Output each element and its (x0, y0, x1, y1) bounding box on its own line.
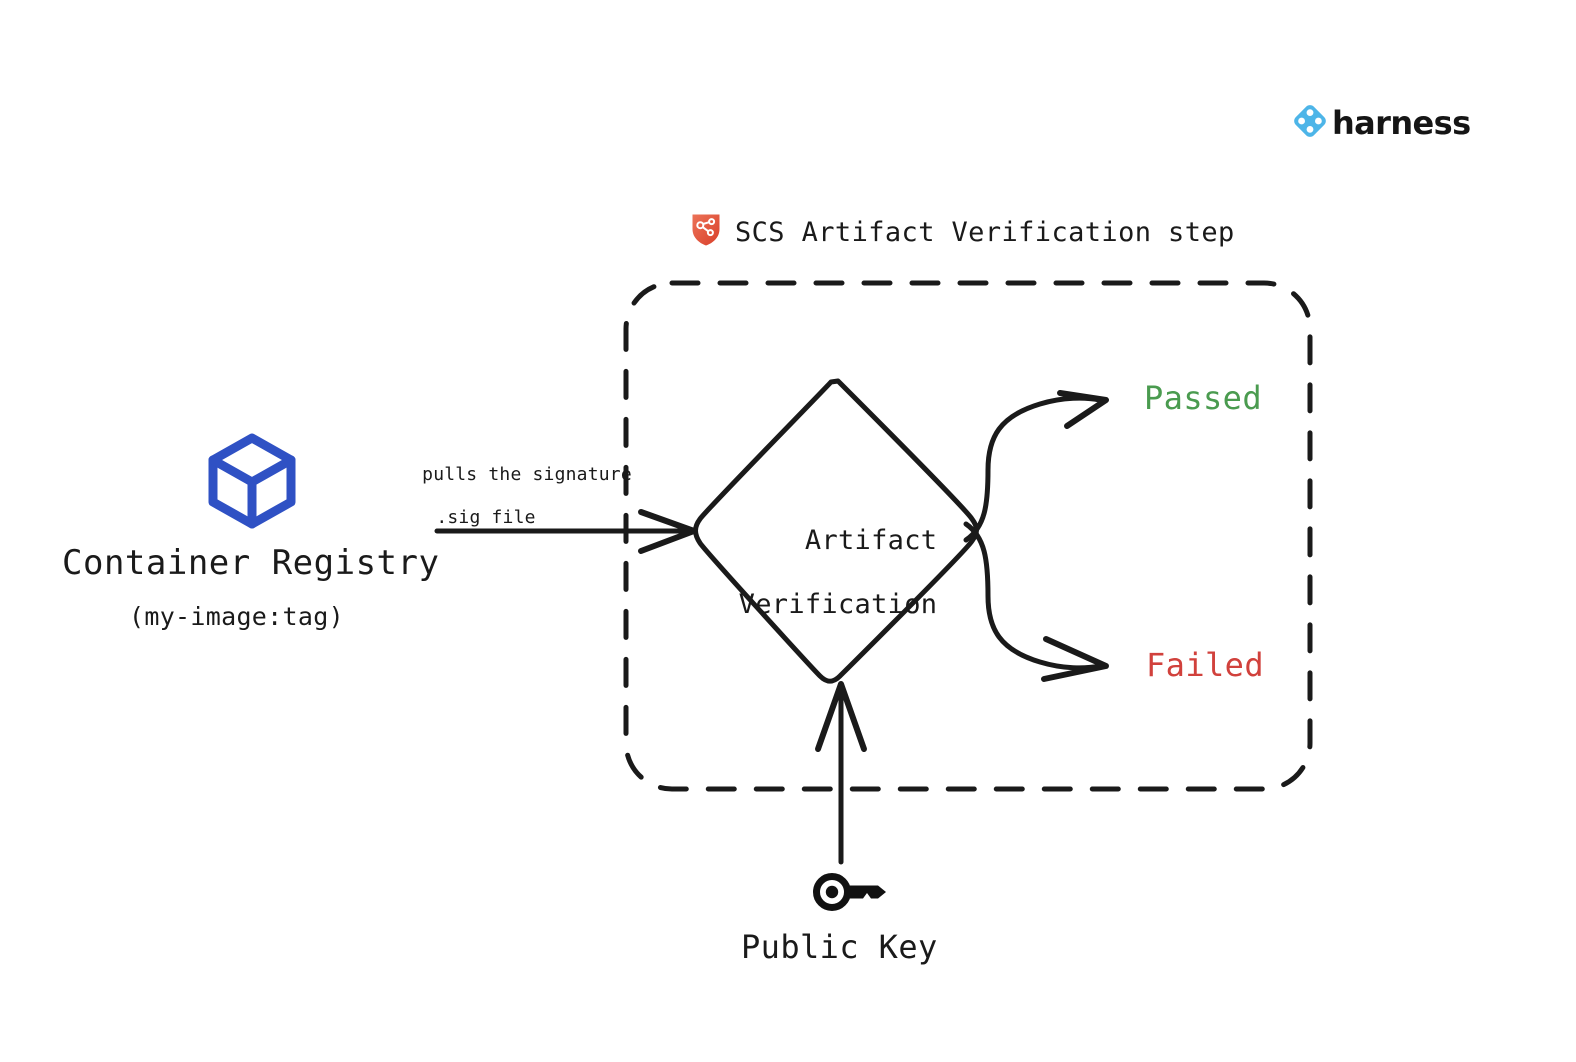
arrow-verification-to-passed (963, 395, 1103, 543)
public-key-label: Public Key (741, 928, 938, 966)
pull-signature-edge-label: pulls the signature .sig file (378, 443, 632, 570)
harness-wordmark: harness (1332, 104, 1471, 142)
scs-step-title: SCS Artifact Verification step (691, 213, 1235, 251)
arrow-registry-to-verification-head (638, 509, 697, 554)
outcome-passed-label: Passed (1144, 379, 1262, 417)
arrow-verification-to-failed (963, 521, 1103, 671)
artifact-verification-label: Artifact Verification (700, 493, 976, 684)
artifact-verification-label-line2: Verification (738, 588, 938, 620)
arrow-verification-to-passed-head (1057, 390, 1109, 429)
pull-signature-edge-label-line1: pulls the signature (422, 464, 632, 486)
container-registry-title: Container Registry (62, 543, 440, 583)
container-registry-subtitle: (my-image:tag) (129, 602, 344, 631)
scs-shield-network-icon (691, 213, 721, 251)
container-cube-icon (205, 432, 299, 534)
artifact-verification-label-line1: Artifact (804, 524, 938, 556)
outcome-failed-label: Failed (1146, 646, 1264, 684)
public-key-icon (812, 869, 888, 919)
arrow-verification-to-failed-head (1041, 636, 1109, 682)
pull-signature-edge-label-line2: .sig file (436, 506, 536, 528)
scs-step-title-text: SCS Artifact Verification step (735, 216, 1235, 248)
harness-diamond-logo-icon (1292, 103, 1328, 143)
arrow-public-key-to-verification-head (815, 681, 867, 752)
harness-logo: harness (1292, 103, 1471, 143)
